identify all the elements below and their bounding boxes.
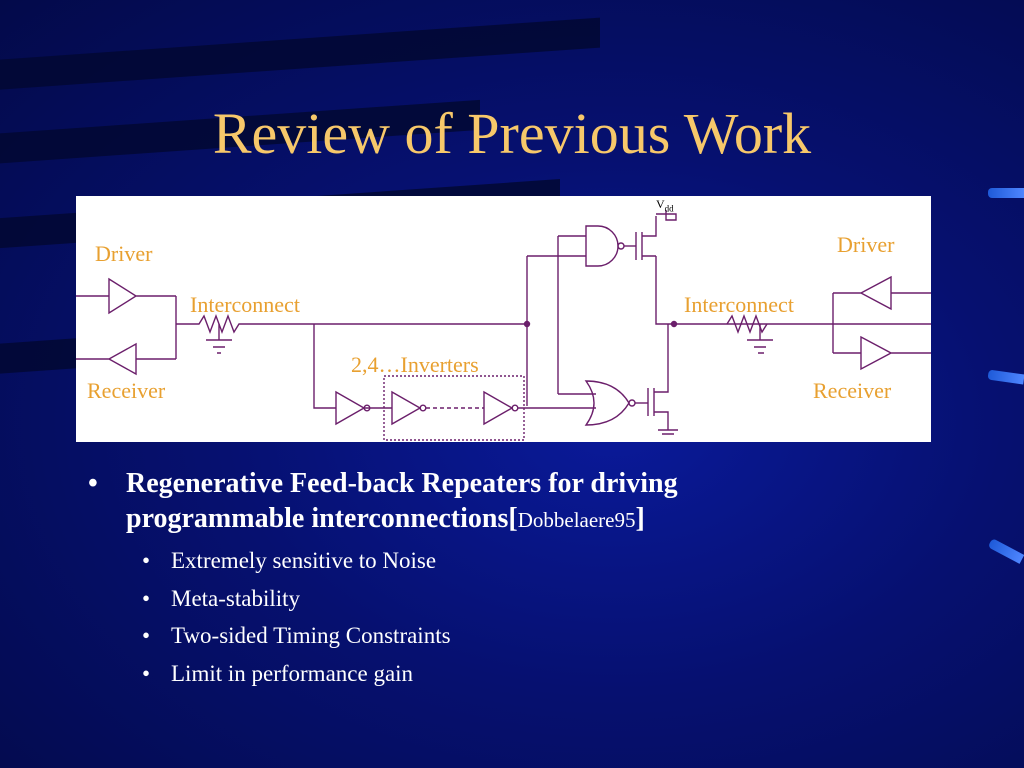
bullet-dot: • — [142, 585, 151, 611]
vdd-main: V — [656, 197, 665, 211]
bullet-dot: • — [142, 623, 151, 648]
sub-bullet-text: Extremely sensitive to Noise — [171, 548, 437, 573]
sub-bullet: • Meta-stability — [86, 580, 966, 618]
main-bullet-line1: Regenerative Feed-back Repeaters for dri… — [126, 468, 678, 499]
circuit-diagram: Driver Receiver Interconnect 2,4…Inverte… — [76, 196, 931, 442]
sub-bullets: • Extremely sensitive to Noise • Meta-stab… — [86, 542, 966, 692]
main-bullet-line2: programmable interconnections[ — [126, 503, 518, 534]
sub-bullet-text: Two-sided Timing Constraints — [171, 623, 451, 648]
sub-bullet: • Extremely sensitive to Noise — [86, 542, 966, 580]
sub-bullet-text: Limit in performance gain — [171, 660, 414, 686]
vdd-sub: dd — [664, 203, 674, 214]
sub-bullet: • Two-sided Timing Constraints — [86, 617, 966, 655]
inverters-label: 2,4…Inverters — [351, 352, 479, 377]
decor-bar — [987, 369, 1024, 385]
bg-stripe — [0, 17, 600, 93]
sub-bullet-text: Meta-stability — [171, 585, 301, 611]
bullet-dot: • — [88, 468, 98, 499]
interconnect-right-label: Interconnect — [684, 292, 794, 317]
driver-right-label: Driver — [837, 232, 895, 257]
vdd-label: Vdd — [656, 197, 674, 213]
bullet-dot: • — [142, 548, 151, 573]
bullet-list: • Regenerative Feed-back Repeaters for d… — [86, 466, 966, 692]
citation-close: ] — [635, 503, 645, 534]
sub-bullet: • Limit in performance gain — [86, 655, 966, 693]
left-receiver-buffer — [76, 342, 176, 376]
main-bullet: • Regenerative Feed-back Repeaters for d… — [86, 466, 966, 538]
receiver-left-label: Receiver — [87, 378, 166, 403]
decor-bar — [987, 538, 1024, 564]
slide-title: Review of Previous Work — [212, 101, 812, 166]
driver-left-label: Driver — [95, 241, 153, 266]
bullet-dot: • — [142, 660, 151, 686]
receiver-right-label: Receiver — [813, 378, 892, 403]
interconnect-left-label: Interconnect — [190, 292, 300, 317]
decor-bar — [988, 188, 1024, 198]
citation: Dobbelaere95 — [517, 508, 636, 532]
circuit-schematic — [76, 210, 931, 441]
left-driver-buffer — [76, 277, 176, 315]
